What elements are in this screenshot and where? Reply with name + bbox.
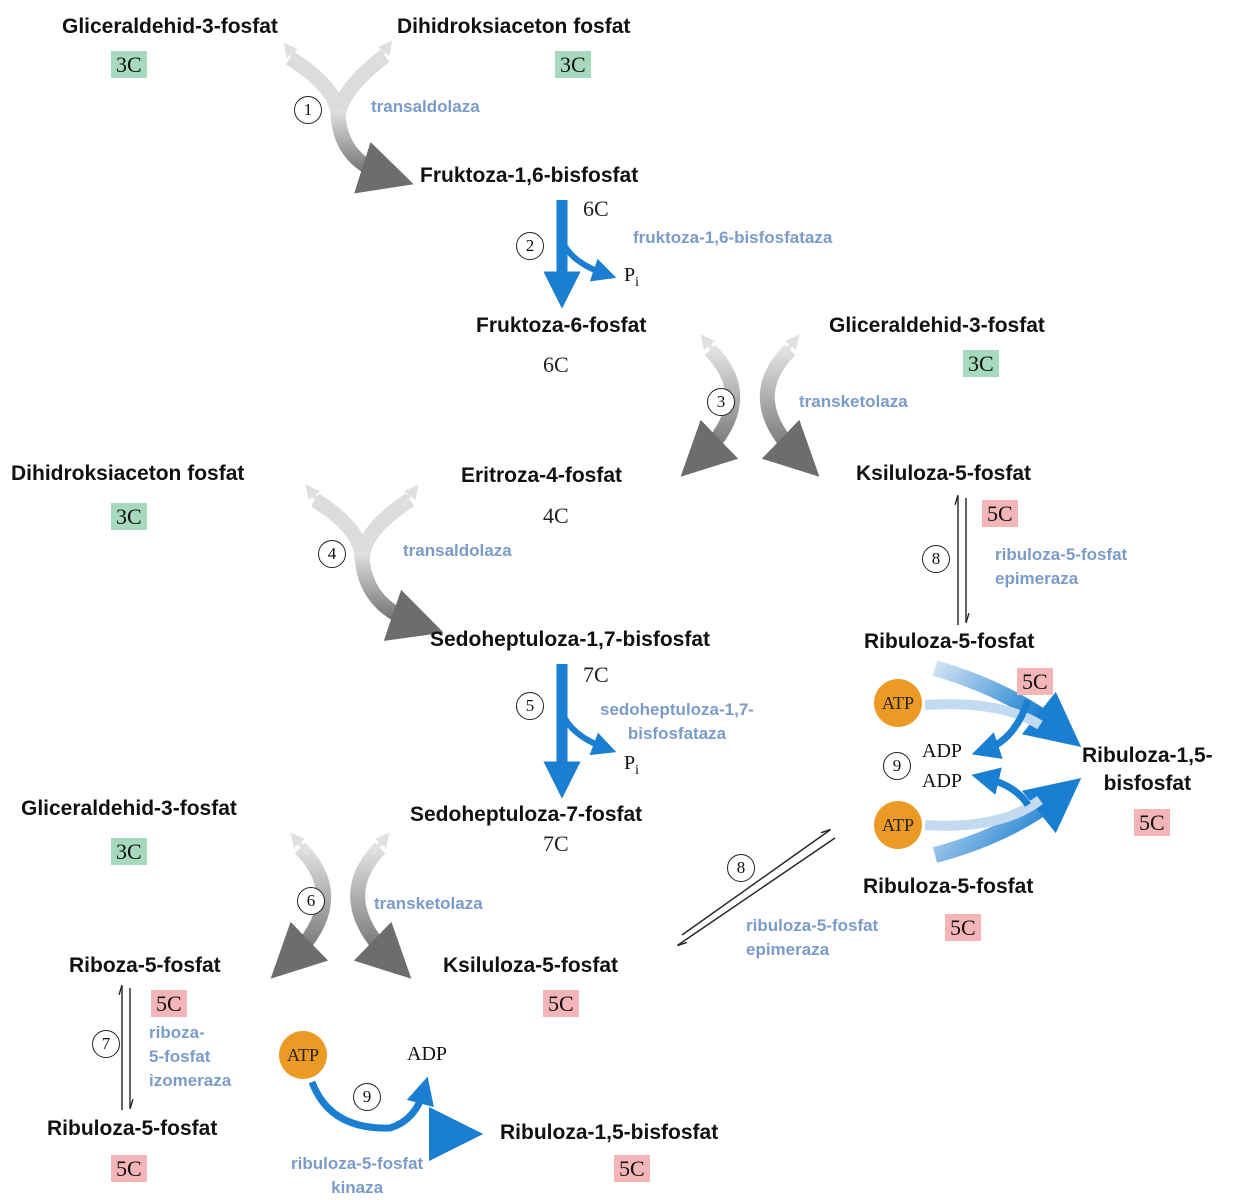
enzyme-epimeraza-1: ribuloza-5-fosfat epimeraza bbox=[995, 545, 1128, 588]
phosphate-pi-2: Pi bbox=[624, 752, 640, 778]
metabolite-rubp-right: Ribuloza-1,5- bisfosfat bbox=[1082, 744, 1213, 795]
step-number-7: 7 bbox=[92, 1030, 120, 1058]
step-number-9-bottom: 9 bbox=[353, 1083, 381, 1111]
carbon-badge-5c-x5p-2: 5C bbox=[543, 990, 579, 1017]
enzyme-izomeraza: riboza- 5-fosfat izomeraza bbox=[149, 1023, 232, 1090]
carbon-count-6c-fbp: 6C bbox=[583, 196, 609, 221]
atp-circle-bottom: ATP bbox=[279, 1031, 327, 1079]
step-number-6: 6 bbox=[297, 887, 325, 915]
step9-right-upper-arrow bbox=[924, 660, 1082, 759]
enzyme-transaldolaza-1: transaldolaza bbox=[371, 97, 480, 116]
adp-label-bottom: ADP bbox=[407, 1043, 448, 1065]
metabolite-g3p-2: Gliceraldehid-3-fosfat bbox=[829, 314, 1045, 337]
metabolite-e4p: Eritroza-4-fosfat bbox=[461, 464, 623, 487]
carbon-badge-5c-r5p: 5C bbox=[151, 990, 187, 1017]
carbon-badge-5c-rubp-bottom: 5C bbox=[614, 1155, 650, 1182]
carbon-badge-3c-g3p-2: 3C bbox=[963, 350, 999, 377]
metabolite-fbp: Fruktoza-1,6-bisfosfat bbox=[420, 164, 639, 187]
step8-diagonal-arrow bbox=[678, 830, 836, 945]
step8-right-arrow bbox=[958, 496, 966, 625]
carbon-badge-3c-dhap-1: 3C bbox=[555, 51, 591, 78]
metabolite-ru5p-1: Ribuloza-5-fosfat bbox=[864, 630, 1035, 653]
carbon-badge-3c-dhap-2: 3C bbox=[111, 503, 147, 530]
metabolite-rubp-bottom: Ribuloza-1,5-bisfosfat bbox=[500, 1121, 719, 1144]
carbon-badge-5c-rubp-right: 5C bbox=[1134, 809, 1170, 836]
metabolite-f6p: Fruktoza-6-fosfat bbox=[476, 314, 647, 337]
metabolite-g3p-3: Gliceraldehid-3-fosfat bbox=[21, 797, 237, 820]
step-number-4: 4 bbox=[318, 540, 346, 568]
metabolite-dhap-2: Dihidroksiaceton fosfat bbox=[11, 462, 245, 485]
step1-arrow bbox=[283, 40, 414, 194]
adp-label-right-lower: ADP bbox=[922, 770, 963, 792]
atp-circle-right-upper: ATP bbox=[874, 679, 922, 727]
step9-bottom-arrow bbox=[266, 1076, 484, 1162]
step-number-8-diagonal: 8 bbox=[727, 854, 755, 882]
step-number-8-right: 8 bbox=[922, 545, 950, 573]
enzyme-transaldolaza-2: transaldolaza bbox=[403, 541, 512, 560]
metabolite-g3p-1: Gliceraldehid-3-fosfat bbox=[62, 15, 278, 38]
enzyme-transketolaza-1: transketolaza bbox=[799, 392, 908, 411]
metabolite-sbp: Sedoheptuloza-1,7-bisfosfat bbox=[430, 628, 711, 651]
step-number-1: 1 bbox=[294, 96, 322, 124]
carbon-count-4c-e4p: 4C bbox=[543, 503, 569, 528]
metabolite-r5p: Riboza-5-fosfat bbox=[69, 954, 221, 977]
carbon-badge-5c-ru5p-1: 5C bbox=[1017, 668, 1053, 695]
metabolite-x5p-1: Ksiluloza-5-fosfat bbox=[856, 462, 1032, 485]
enzyme-sbpaza: sedoheptuloza-1,7- bisfosfataza bbox=[600, 700, 754, 743]
adp-label-right-upper: ADP bbox=[922, 740, 963, 762]
carbon-badge-5c-ru5p-3: 5C bbox=[111, 1155, 147, 1182]
metabolite-s7p: Sedoheptuloza-7-fosfat bbox=[410, 803, 643, 826]
carbon-count-7c-s7p: 7C bbox=[543, 831, 569, 856]
step5-arrow bbox=[543, 664, 617, 799]
metabolite-x5p-2: Ksiluloza-5-fosfat bbox=[443, 954, 619, 977]
enzyme-transketolaza-2: transketolaza bbox=[374, 894, 483, 913]
metabolite-ru5p-2: Ribuloza-5-fosfat bbox=[863, 875, 1034, 898]
step7-arrow bbox=[122, 986, 130, 1110]
step4-arrow bbox=[305, 484, 444, 641]
step9-right-lower-arrow bbox=[924, 767, 1082, 863]
atp-circle-right-lower: ATP bbox=[874, 801, 922, 849]
enzyme-epimeraza-2: ribuloza-5-fosfat epimeraza bbox=[746, 916, 879, 959]
step2-arrow bbox=[543, 200, 617, 309]
step-number-9-right: 9 bbox=[883, 752, 911, 780]
carbon-badge-3c-g3p-3: 3C bbox=[111, 838, 147, 865]
metabolite-ru5p-3: Ribuloza-5-fosfat bbox=[47, 1117, 218, 1140]
carbon-count-7c-sbp: 7C bbox=[583, 662, 609, 687]
step-number-3: 3 bbox=[707, 388, 735, 416]
enzyme-fbpaza: fruktoza-1,6-bisfosfataza bbox=[633, 228, 833, 247]
carbon-count-6c-f6p: 6C bbox=[543, 352, 569, 377]
carbon-badge-3c-g3p-1: 3C bbox=[111, 51, 147, 78]
metabolite-dhap-1: Dihidroksiaceton fosfat bbox=[397, 15, 631, 38]
step-number-2: 2 bbox=[516, 232, 544, 260]
enzyme-kinaza: ribuloza-5-fosfat kinaza bbox=[291, 1154, 424, 1197]
carbon-badge-5c-x5p-1: 5C bbox=[982, 500, 1018, 527]
step-number-5: 5 bbox=[516, 692, 544, 720]
carbon-badge-5c-ru5p-2: 5C bbox=[945, 914, 981, 941]
phosphate-pi-1: Pi bbox=[624, 264, 640, 290]
